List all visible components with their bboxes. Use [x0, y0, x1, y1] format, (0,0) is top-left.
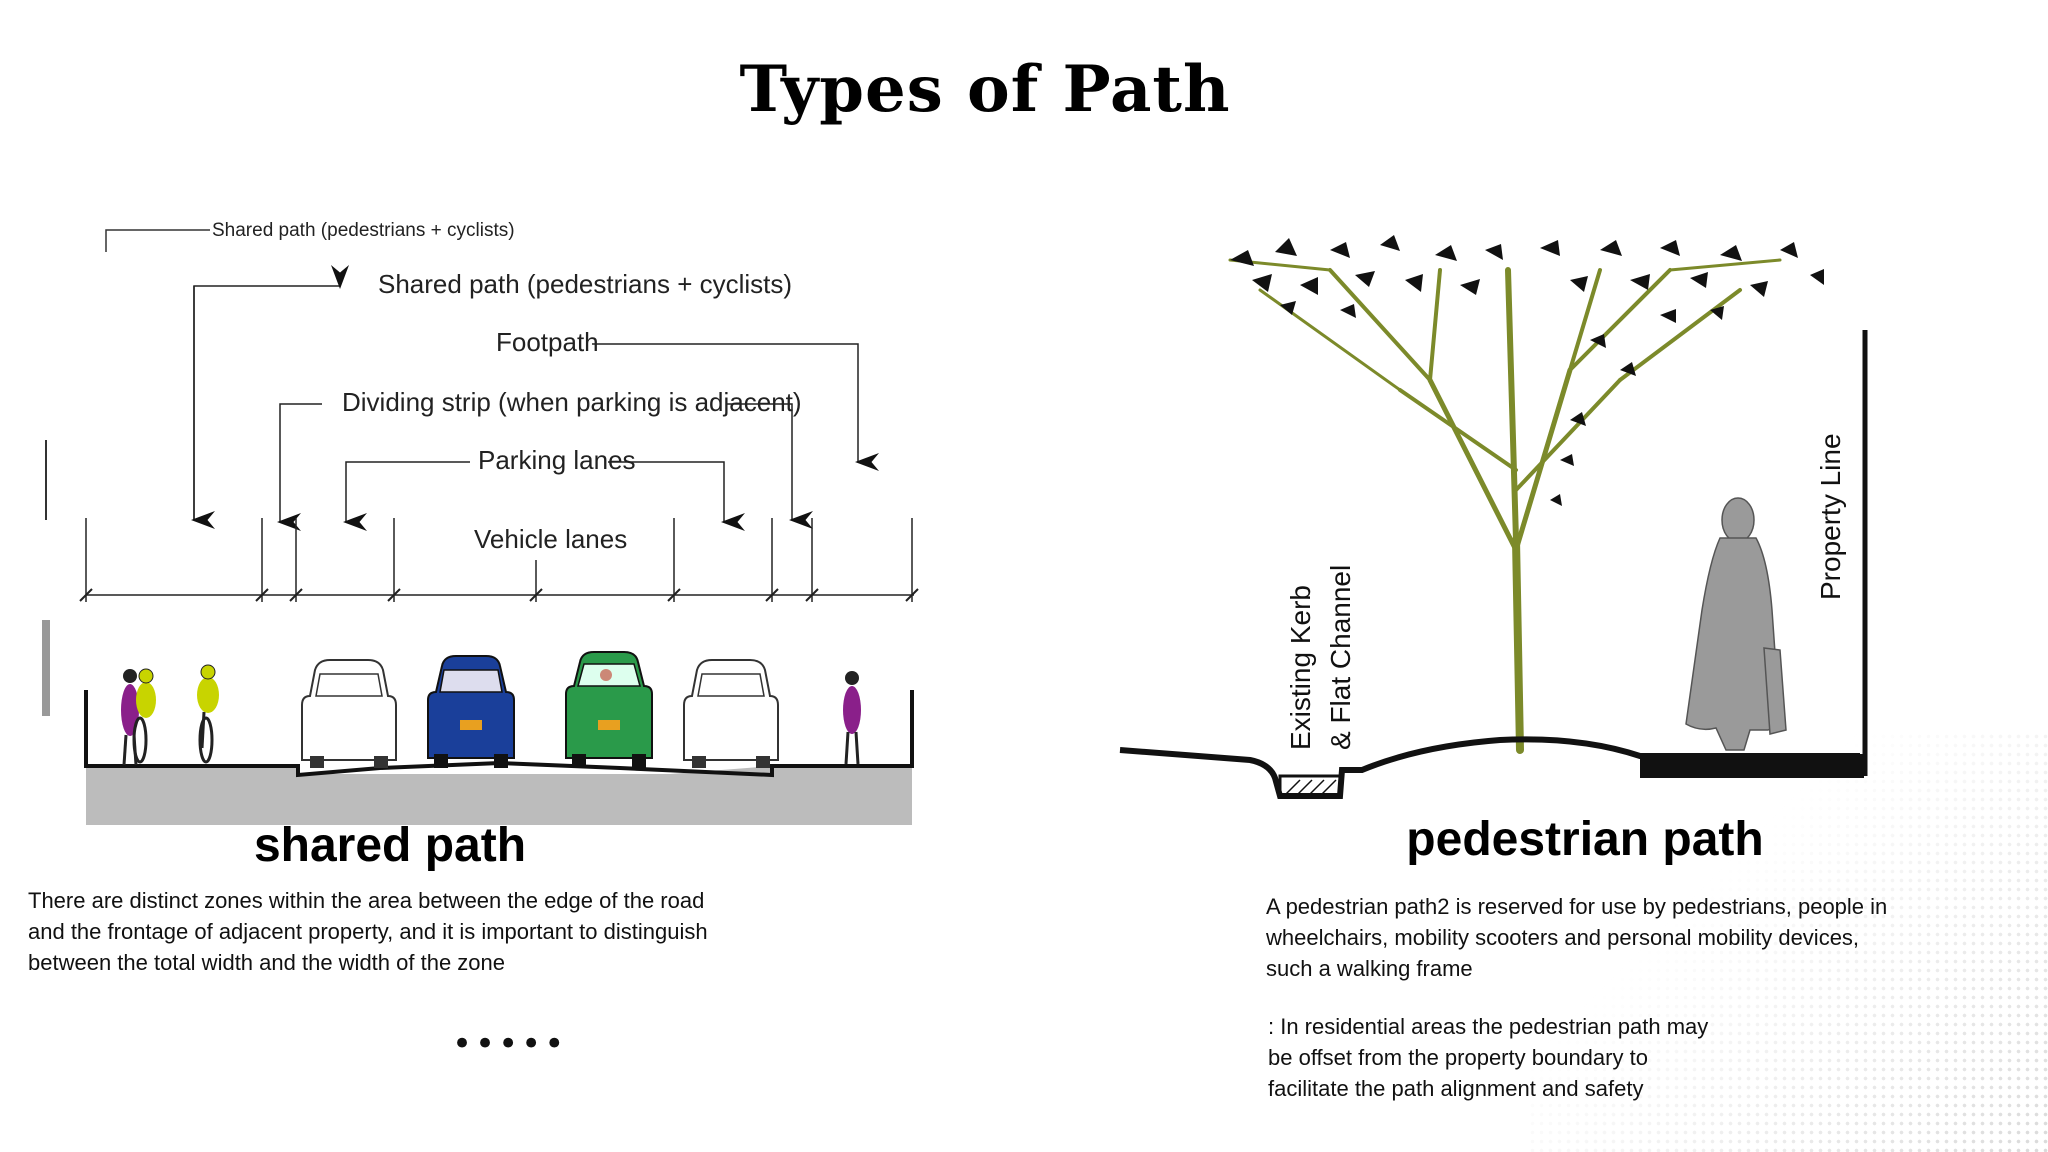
description-line: between the total width and the width of… — [28, 950, 505, 975]
description-line: wheelchairs, mobility scooters and perso… — [1266, 925, 1860, 950]
shared-path-description: There are distinct zones within the area… — [28, 885, 848, 978]
label-shared-path: Shared path (pedestrians + cyclists) — [378, 269, 792, 299]
person-silhouette — [1685, 497, 1787, 751]
pedestrian-right — [843, 671, 861, 765]
white-car-left — [301, 659, 397, 768]
label-vehicle-lanes: Vehicle lanes — [474, 524, 627, 554]
description-line: There are distinct zones within the area… — [28, 888, 705, 913]
shared-path-caption: shared path — [253, 819, 527, 872]
pedestrian-path-note: : In residential areas the pedestrian pa… — [1268, 1011, 1868, 1104]
pedestrian-path-description: A pedestrian path2 is reserved for use b… — [1266, 891, 2006, 984]
description-line: such a walking frame — [1266, 956, 1473, 981]
cyclist-group-left — [121, 664, 219, 766]
tree-foliage — [1230, 235, 1824, 506]
description-line: and the frontage of adjacent property, a… — [28, 919, 708, 944]
road-cross-section-diagram: Shared path (pedestrians + cyclists) Sha… — [42, 220, 919, 825]
page-title: Types of Path — [739, 52, 1231, 127]
property-line-label: Property Line — [1815, 433, 1846, 600]
label-shared-path-top: Shared path (pedestrians + cyclists) — [212, 220, 515, 241]
green-car — [565, 651, 653, 768]
pedestrian-path-caption: pedestrian path — [1406, 813, 1764, 866]
more-indicator: ••••• — [452, 1024, 568, 1064]
note-line: be offset from the property boundary to — [1268, 1045, 1648, 1070]
label-parking-lanes: Parking lanes — [478, 445, 636, 475]
pedestrian-path-diagram: Existing Kerb & Flat Channel Property Li… — [1119, 235, 1868, 799]
blue-car — [427, 655, 515, 768]
label-footpath: Footpath — [496, 327, 599, 357]
kerb-label-line2: & Flat Channel — [1325, 565, 1356, 750]
description-line: A pedestrian path2 is reserved for use b… — [1266, 894, 1888, 919]
kerb-label-line1: Existing Kerb — [1285, 585, 1316, 750]
note-line: : In residential areas the pedestrian pa… — [1268, 1014, 1709, 1039]
note-line: facilitate the path alignment and safety — [1268, 1076, 1644, 1101]
white-car-right — [683, 659, 779, 768]
halftone-decoration — [1528, 732, 2048, 1152]
label-dividing-strip: Dividing strip (when parking is adjacent… — [342, 387, 802, 417]
